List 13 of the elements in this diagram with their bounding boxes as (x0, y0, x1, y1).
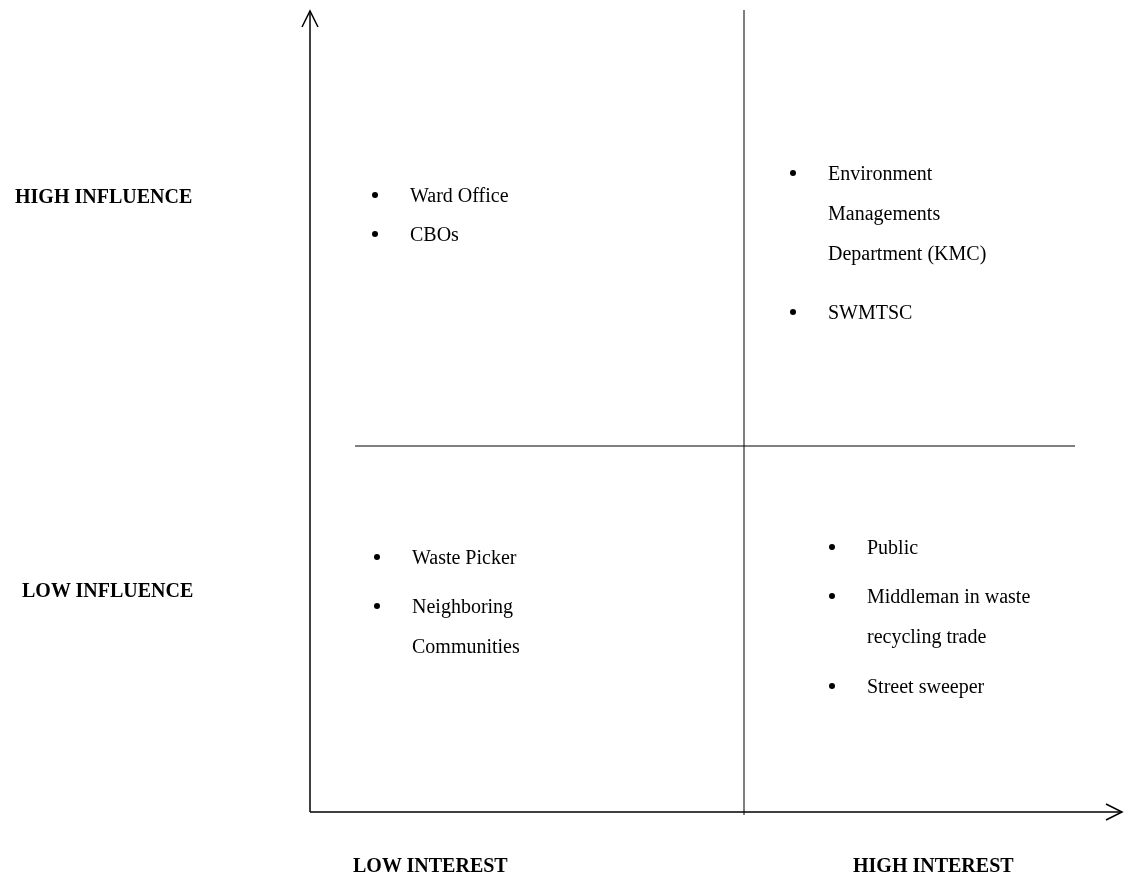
axis-label: HIGH INFLUENCE (15, 184, 193, 209)
stakeholder-item: Middleman in waste recycling trade (867, 585, 1031, 647)
stakeholder-item: Neighboring Communities (412, 595, 520, 657)
stakeholder-item: Waste Picker (412, 546, 517, 568)
axis-label: HIGH INTEREST (853, 853, 1014, 878)
stakeholder-item: SWMTSC (828, 301, 913, 323)
stakeholder-item: Environment Managements Department (KMC) (828, 162, 987, 264)
stakeholder-item: CBOs (410, 223, 459, 245)
stakeholder-item: Street sweeper (867, 675, 985, 697)
axis-label: LOW INTEREST (353, 853, 508, 878)
axis-label: LOW INFLUENCE (22, 578, 194, 603)
stakeholder-item: Public (867, 536, 919, 558)
stakeholder-item: Ward Office (410, 184, 509, 206)
